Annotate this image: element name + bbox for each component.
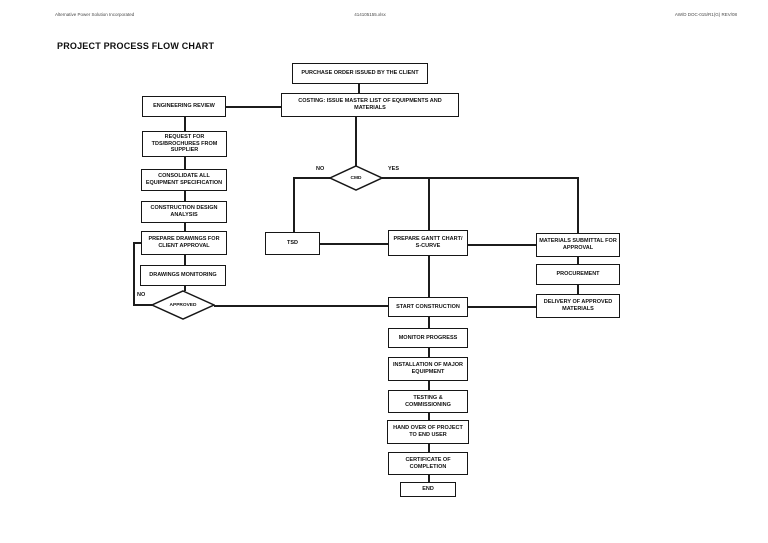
connector (468, 244, 536, 246)
header-right: AW/D DOC-015/R1(G) REV/08 (674, 12, 737, 17)
decision-cmd: CMD (329, 165, 383, 191)
label-approved-no: NO (137, 292, 146, 298)
connector-no-loop (133, 242, 135, 305)
decision-approved: APPROVED (151, 290, 215, 320)
connector (358, 84, 360, 93)
node-handover: HAND OVER OF PROJECT TO END USER (387, 420, 469, 444)
node-procurement: PROCUREMENT (536, 264, 620, 285)
connector (320, 243, 388, 245)
node-purchase-order: PURCHASE ORDER ISSUED BY THE CLIENT (292, 63, 428, 84)
connector-cmd-no (293, 177, 295, 232)
node-delivery: DELIVERY OF APPROVED MATERIALS (536, 294, 620, 318)
page-title: PROJECT PROCESS FLOW CHART (57, 41, 215, 51)
connector (577, 285, 579, 294)
node-prepare-drawings: PREPARE DRAWINGS FOR CLIENT APPROVAL (141, 231, 227, 255)
connector (184, 255, 186, 265)
connector (428, 317, 430, 328)
node-costing: COSTING: ISSUE MASTER LIST OF EQUIPMENTS… (281, 93, 459, 117)
connector (428, 348, 430, 357)
connector (577, 257, 579, 264)
label-cmd-yes: YES (388, 166, 400, 172)
node-materials-submittal: MATERIALS SUBMITTAL FOR APPROVAL (536, 233, 620, 257)
node-gantt-chart: PREPARE GANTT CHART/ S-CURVE (388, 230, 468, 256)
connector-no-loop (133, 242, 141, 244)
connector (428, 444, 430, 452)
node-testing: TESTING & COMMISSIONING (388, 390, 468, 413)
connector (184, 117, 186, 131)
node-construction-design: CONSTRUCTION DESIGN ANALYSIS (141, 201, 227, 223)
decision-cmd-label: CMD (350, 175, 362, 181)
node-end: END (400, 482, 456, 497)
node-start-construction: START CONSTRUCTION (388, 297, 468, 317)
node-consolidate: CONSOLIDATE ALL EQUIPMENT SPECIFICATION (141, 169, 227, 191)
connector (226, 106, 281, 108)
connector (428, 381, 430, 390)
node-monitor-progress: MONITOR PROGRESS (388, 328, 468, 348)
connector-cmd-yes (382, 177, 578, 179)
connector (428, 177, 430, 230)
node-tsd: TSD (265, 232, 320, 255)
connector (184, 191, 186, 201)
connector (355, 117, 357, 166)
node-drawings-monitoring: DRAWINGS MONITORING (140, 265, 226, 286)
connector (184, 157, 186, 169)
node-installation: INSTALLATION OF MAJOR EQUIPMENT (388, 357, 468, 381)
diamond-shape-icon (329, 165, 383, 191)
label-cmd-no: NO (316, 166, 325, 172)
node-engineering-review: ENGINEERING REVIEW (142, 96, 226, 117)
header-center: 414105155.xlsx (354, 12, 386, 17)
connector (428, 256, 430, 297)
node-certificate: CERTIFICATE OF COMPLETION (388, 452, 468, 475)
connector (468, 306, 536, 308)
connector (184, 286, 186, 291)
connector (214, 305, 388, 307)
connector (428, 475, 430, 482)
connector (184, 223, 186, 231)
connector-cmd-no (293, 177, 330, 179)
diamond-shape-icon (151, 290, 215, 320)
connector (428, 413, 430, 420)
connector-no-loop (133, 304, 152, 306)
node-request-tds: REQUEST FOR TDS/BROCHURES FROM SUPPLIER (142, 131, 227, 157)
connector (577, 177, 579, 233)
header-left: Alternative Power Solution Incorporated (55, 12, 135, 17)
decision-approved-label: APPROVED (169, 302, 197, 308)
